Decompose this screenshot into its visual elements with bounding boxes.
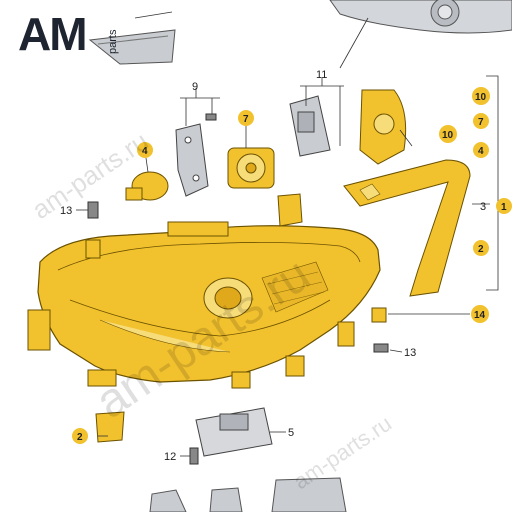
top-grey-assembly: [329, 0, 512, 34]
svg-text:4: 4: [142, 146, 148, 157]
bottom-grey-parts: [149, 477, 347, 512]
svg-text:2: 2: [478, 244, 484, 255]
svg-text:10: 10: [475, 92, 487, 103]
callout-11: 11: [316, 69, 327, 81]
callout-13-right: 13: [404, 347, 416, 359]
legend-badge-7: 7: [473, 113, 489, 129]
control-module-11: [289, 95, 331, 157]
badge-1-headlight: 1: [496, 198, 512, 214]
am-parts-logo: AM parts: [18, 8, 119, 60]
legend-badge-4: 4: [473, 142, 489, 158]
badge-10-cover: 10: [439, 125, 457, 143]
svg-text:7: 7: [243, 114, 249, 125]
svg-text:1: 1: [501, 202, 507, 213]
callout-9: 9: [192, 81, 198, 93]
trim-frame: [343, 159, 471, 297]
callout-3: 3: [480, 201, 486, 213]
legend-badge-10: 10: [472, 87, 490, 105]
leader-lines: [76, 75, 499, 457]
svg-text:3: 3: [480, 201, 486, 213]
screw-9: [205, 113, 217, 121]
svg-text:14: 14: [474, 310, 486, 321]
logo-sub: parts: [107, 29, 119, 54]
badge-2-bracket: 2: [72, 428, 88, 444]
actuator-4: [125, 171, 169, 201]
screw-13-left: [87, 201, 99, 219]
svg-text:12: 12: [164, 451, 176, 463]
svg-text:4: 4: [478, 146, 484, 157]
svg-text:13: 13: [404, 347, 416, 359]
badge-14-clip: 14: [471, 305, 489, 323]
trim-strip-grey: [88, 29, 176, 65]
svg-text:11: 11: [316, 69, 327, 81]
svg-text:5: 5: [288, 427, 294, 439]
bracket-2: [95, 411, 125, 443]
bracket-9: [175, 123, 209, 197]
fan-7: [227, 147, 275, 189]
headlight-housing: [27, 193, 381, 389]
svg-text:2: 2: [77, 432, 83, 443]
screw-12: [189, 447, 199, 465]
badge-7-fan: 7: [238, 110, 254, 126]
cover-10: [359, 89, 407, 165]
svg-text:13: 13: [60, 205, 72, 217]
svg-text:9: 9: [192, 81, 198, 93]
callout-5: 5: [288, 427, 294, 439]
callout-13-left: 13: [60, 205, 72, 217]
screw-13-right: [373, 343, 389, 353]
callout-12: 12: [164, 451, 176, 463]
legend-badge-2: 2: [473, 240, 489, 256]
ballast-5: [195, 407, 273, 457]
legend-column: 10 7 4 2: [472, 87, 490, 256]
badge-4-actuator: 4: [137, 142, 153, 158]
logo-letters: AM: [18, 8, 86, 60]
watermark-3: am-parts.ru: [289, 411, 396, 495]
svg-text:10: 10: [442, 130, 454, 141]
clip-14: [371, 307, 387, 323]
svg-text:7: 7: [478, 117, 484, 128]
